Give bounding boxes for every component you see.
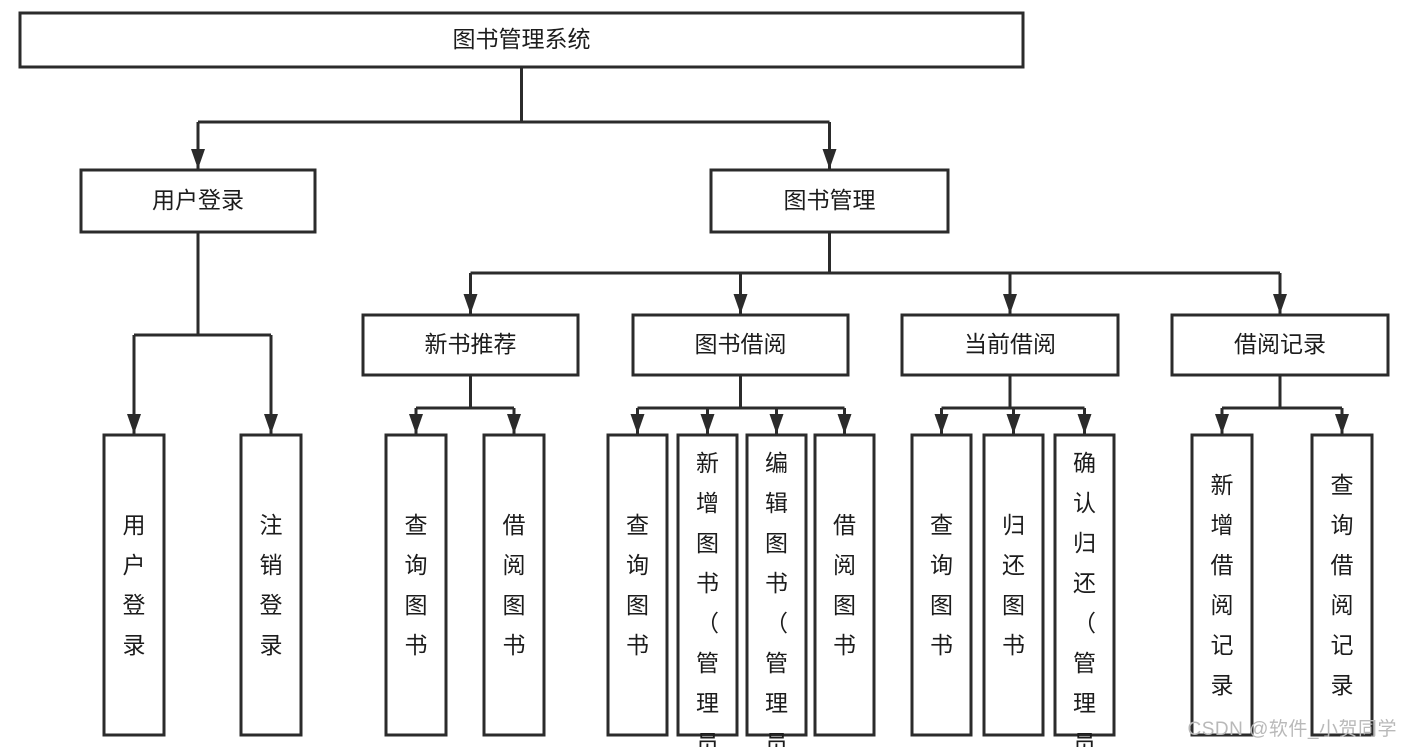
node-box-leaf-add-book	[676, 433, 739, 737]
node-label-book-borrow: 图书借阅	[695, 331, 787, 357]
node-label-leaf-return-book: 归还图书	[1002, 512, 1025, 658]
arrow-icon-leaf-query-book-cur	[934, 414, 949, 434]
node-user-login[interactable]: 用户登录	[79, 168, 317, 234]
node-box-book-manage	[709, 168, 950, 234]
arrow-icon-leaf-query-book-rec	[409, 414, 423, 434]
node-label-borrow-record: 借阅记录	[1234, 331, 1326, 357]
node-box-leaf-borrow-book-rec	[482, 433, 546, 737]
node-box-current-borrow	[900, 313, 1120, 377]
arrow-icon-borrow-record	[1273, 294, 1287, 314]
node-borrow-record[interactable]: 借阅记录	[1170, 313, 1390, 377]
node-book-manage[interactable]: 图书管理	[709, 168, 950, 234]
node-label-leaf-confirm-return: 确认归还（管理员）	[1073, 450, 1096, 747]
node-root[interactable]: 图书管理系统	[18, 11, 1025, 69]
node-box-leaf-query-book-cur	[910, 433, 973, 737]
arrow-icon-leaf-confirm-return	[1077, 414, 1092, 434]
node-label-leaf-query-book-borrow: 查询图书	[626, 512, 649, 658]
node-box-leaf-query-record	[1310, 433, 1374, 737]
node-label-new-book-rec: 新书推荐	[425, 331, 517, 357]
node-box-new-book-rec	[361, 313, 580, 377]
node-label-book-manage: 图书管理	[784, 187, 876, 213]
node-box-leaf-user-login	[102, 433, 166, 737]
arrow-icon-leaf-query-record	[1335, 414, 1349, 434]
node-label-leaf-logout: 注销登录	[260, 512, 283, 658]
node-leaf-query-book-rec[interactable]: 查询图书	[384, 433, 448, 737]
arrow-icon-book-manage	[822, 149, 837, 169]
arrow-icon-book-borrow	[733, 294, 748, 314]
node-label-leaf-edit-book: 编辑图书（管理员）	[765, 450, 788, 747]
node-leaf-confirm-return[interactable]: 确认归还（管理员）	[1053, 433, 1116, 747]
node-label-leaf-query-record: 查询借阅记录	[1331, 472, 1354, 698]
node-label-root: 图书管理系统	[453, 26, 591, 52]
node-layer: 图书管理系统用户登录图书管理新书推荐图书借阅当前借阅借阅记录用户登录注销登录查询…	[18, 11, 1390, 747]
node-box-borrow-record	[1170, 313, 1390, 377]
node-leaf-user-login[interactable]: 用户登录	[102, 433, 166, 737]
arrow-icon-leaf-borrow-book	[837, 414, 852, 434]
arrow-icon-leaf-edit-book	[769, 414, 784, 434]
arrow-icon-leaf-add-record	[1215, 414, 1229, 434]
arrow-icon-user-login	[191, 149, 205, 169]
arrow-icon-leaf-add-book	[700, 414, 715, 434]
node-leaf-add-book[interactable]: 新增图书（管理员）	[676, 433, 739, 747]
node-label-leaf-add-book: 新增图书（管理员）	[696, 450, 719, 747]
node-box-leaf-return-book	[982, 433, 1045, 737]
node-box-leaf-edit-book	[745, 433, 808, 737]
node-label-leaf-query-book-cur: 查询图书	[930, 512, 953, 658]
node-leaf-return-book[interactable]: 归还图书	[982, 433, 1045, 737]
node-leaf-edit-book[interactable]: 编辑图书（管理员）	[745, 433, 808, 747]
watermark-text: CSDN @软件_小贺同学	[1187, 719, 1397, 740]
node-label-leaf-borrow-book-rec: 借阅图书	[503, 512, 526, 658]
node-leaf-add-record[interactable]: 新增借阅记录	[1190, 433, 1254, 737]
connector-layer	[127, 67, 1349, 434]
node-label-leaf-query-book-rec: 查询图书	[405, 512, 428, 658]
node-label-user-login: 用户登录	[152, 187, 244, 213]
node-current-borrow[interactable]: 当前借阅	[900, 313, 1120, 377]
node-box-book-borrow	[631, 313, 850, 377]
node-leaf-query-book-borrow[interactable]: 查询图书	[606, 433, 669, 737]
arrow-icon-current-borrow	[1003, 294, 1017, 314]
node-new-book-rec[interactable]: 新书推荐	[361, 313, 580, 377]
node-box-leaf-logout	[239, 433, 303, 737]
node-leaf-logout[interactable]: 注销登录	[239, 433, 303, 737]
node-label-leaf-user-login: 用户登录	[123, 512, 146, 658]
node-leaf-query-record[interactable]: 查询借阅记录	[1310, 433, 1374, 737]
node-box-leaf-query-book-rec	[384, 433, 448, 737]
node-box-leaf-borrow-book	[813, 433, 876, 737]
arrow-icon-leaf-logout	[264, 414, 278, 434]
node-box-leaf-query-book-borrow	[606, 433, 669, 737]
arrow-icon-leaf-query-book-borrow	[630, 414, 645, 434]
node-leaf-borrow-book[interactable]: 借阅图书	[813, 433, 876, 737]
node-box-root	[18, 11, 1025, 69]
node-box-leaf-confirm-return	[1053, 433, 1116, 737]
arrow-icon-leaf-return-book	[1006, 414, 1021, 434]
arrow-icon-new-book-rec	[463, 294, 478, 314]
node-label-leaf-add-record: 新增借阅记录	[1211, 472, 1234, 698]
node-leaf-query-book-cur[interactable]: 查询图书	[910, 433, 973, 737]
arrow-icon-leaf-user-login	[127, 414, 141, 434]
node-leaf-borrow-book-rec[interactable]: 借阅图书	[482, 433, 546, 737]
node-box-user-login	[79, 168, 317, 234]
node-label-leaf-borrow-book: 借阅图书	[833, 512, 856, 658]
node-box-leaf-add-record	[1190, 433, 1254, 737]
node-book-borrow[interactable]: 图书借阅	[631, 313, 850, 377]
node-label-current-borrow: 当前借阅	[964, 331, 1056, 357]
arrow-icon-leaf-borrow-book-rec	[507, 414, 521, 434]
